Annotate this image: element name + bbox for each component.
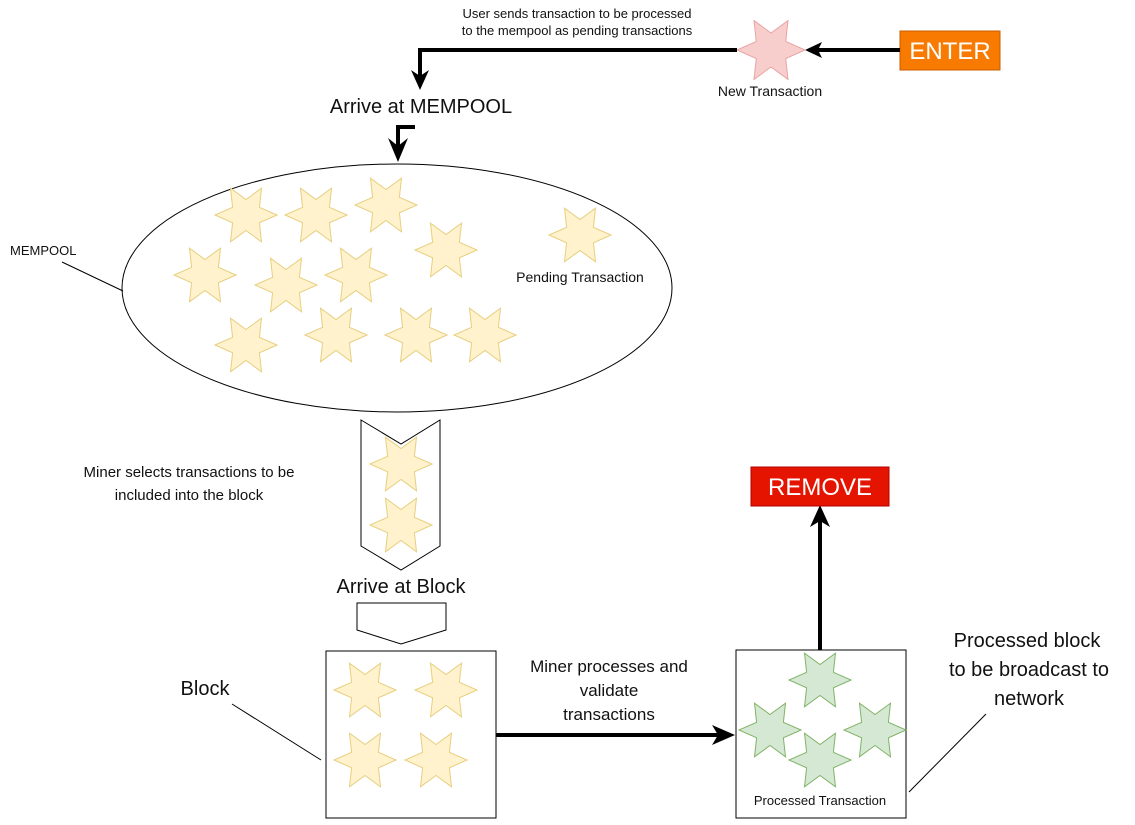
star-shape xyxy=(413,662,479,718)
processed-transaction-star-icon xyxy=(787,652,853,708)
processed-transaction-star-icon xyxy=(737,702,803,758)
broadcast-leader-line xyxy=(908,713,987,793)
star-shape xyxy=(332,662,398,718)
arrive-to-mempool-arrow xyxy=(396,125,415,150)
block-transaction-star-icon xyxy=(332,732,398,788)
pending-transaction-star-icon xyxy=(413,222,479,278)
block-leader-line xyxy=(231,703,322,761)
star-shape xyxy=(213,187,279,243)
star-shape xyxy=(368,497,434,553)
pending-transaction-star-icon xyxy=(172,247,238,303)
star-shape xyxy=(383,307,449,363)
miner-processes-line-3: transactions xyxy=(563,705,655,724)
block-transaction-star-icon xyxy=(403,732,469,788)
processed-transaction-label: Processed Transaction xyxy=(754,793,886,808)
star-shape xyxy=(353,177,419,233)
arrive-mempool-label: Arrive at MEMPOOL xyxy=(330,96,512,118)
processed-transaction-star-icon xyxy=(842,702,908,758)
pending-transaction-star-icon xyxy=(383,307,449,363)
new-transaction-label: New Transaction xyxy=(718,83,822,99)
remove-label: REMOVE xyxy=(768,474,872,501)
block-label: Block xyxy=(181,678,231,700)
processed-block-line-1: Processed block xyxy=(954,630,1102,652)
arrive-to-mempool-arrowhead xyxy=(388,138,408,162)
processed-block-line-3: network xyxy=(994,688,1065,710)
star-shape xyxy=(737,702,803,758)
miner-selects-line-1: Miner selects transactions to be xyxy=(84,464,295,481)
star-shape xyxy=(787,652,853,708)
new-to-mempool-arrowhead xyxy=(411,70,429,90)
selection-funnel xyxy=(360,419,441,571)
mempool-label: MEMPOOL xyxy=(10,243,76,258)
pending-transaction-label: Pending Transaction xyxy=(516,269,644,285)
star-shape xyxy=(172,247,238,303)
arrive-block-label: Arrive at Block xyxy=(337,576,467,598)
star-shape xyxy=(735,19,807,81)
star-shape xyxy=(787,732,853,788)
block-to-processed-arrowhead xyxy=(712,725,735,745)
pending-transaction-star-icon xyxy=(353,177,419,233)
pending-transaction-star-icon xyxy=(452,307,518,363)
new-transaction-star-icon xyxy=(735,19,807,81)
star-shape xyxy=(452,307,518,363)
star-shape xyxy=(213,317,279,373)
star-shape xyxy=(323,247,389,303)
pending-transaction-star-icon xyxy=(283,187,349,243)
star-shape xyxy=(547,207,613,263)
star-shape xyxy=(283,187,349,243)
block-transaction-star-icon xyxy=(332,662,398,718)
pending-transaction-star-icon xyxy=(323,247,389,303)
star-shape xyxy=(303,307,369,363)
processed-transaction-star-icon xyxy=(787,732,853,788)
miner-selects-line-2: included into the block xyxy=(115,487,264,504)
new-to-mempool-arrow xyxy=(418,48,737,78)
pending-transaction-star-icon xyxy=(253,257,319,313)
selected-transaction-star-icon xyxy=(368,497,434,553)
enter-label: ENTER xyxy=(909,38,990,65)
enter-arrowhead xyxy=(805,42,822,58)
star-shape xyxy=(332,732,398,788)
pending-transaction-star-icon xyxy=(547,207,613,263)
star-shape xyxy=(368,436,434,492)
block-transaction-star-icon xyxy=(413,662,479,718)
user-sends-line-2: to the mempool as pending transactions xyxy=(462,23,693,38)
star-shape xyxy=(403,732,469,788)
star-shape xyxy=(413,222,479,278)
enter-button[interactable]: ENTER xyxy=(899,30,1001,71)
selected-transaction-star-icon xyxy=(368,436,434,492)
block-entry-pointer xyxy=(356,602,447,645)
star-shape xyxy=(842,702,908,758)
star-shape xyxy=(253,257,319,313)
mempool-leader-line xyxy=(61,261,124,292)
pending-transaction-star-icon xyxy=(303,307,369,363)
miner-processes-line-2: validate xyxy=(580,681,639,700)
pending-transaction-star-icon xyxy=(213,187,279,243)
remove-button[interactable]: REMOVE xyxy=(750,466,890,507)
miner-processes-line-1: Miner processes and xyxy=(530,657,688,676)
pending-transaction-star-icon xyxy=(213,317,279,373)
processed-to-remove-arrowhead xyxy=(810,505,830,527)
processed-block-line-2: to be broadcast to xyxy=(949,659,1109,681)
user-sends-line-1: User sends transaction to be processed xyxy=(462,6,691,21)
